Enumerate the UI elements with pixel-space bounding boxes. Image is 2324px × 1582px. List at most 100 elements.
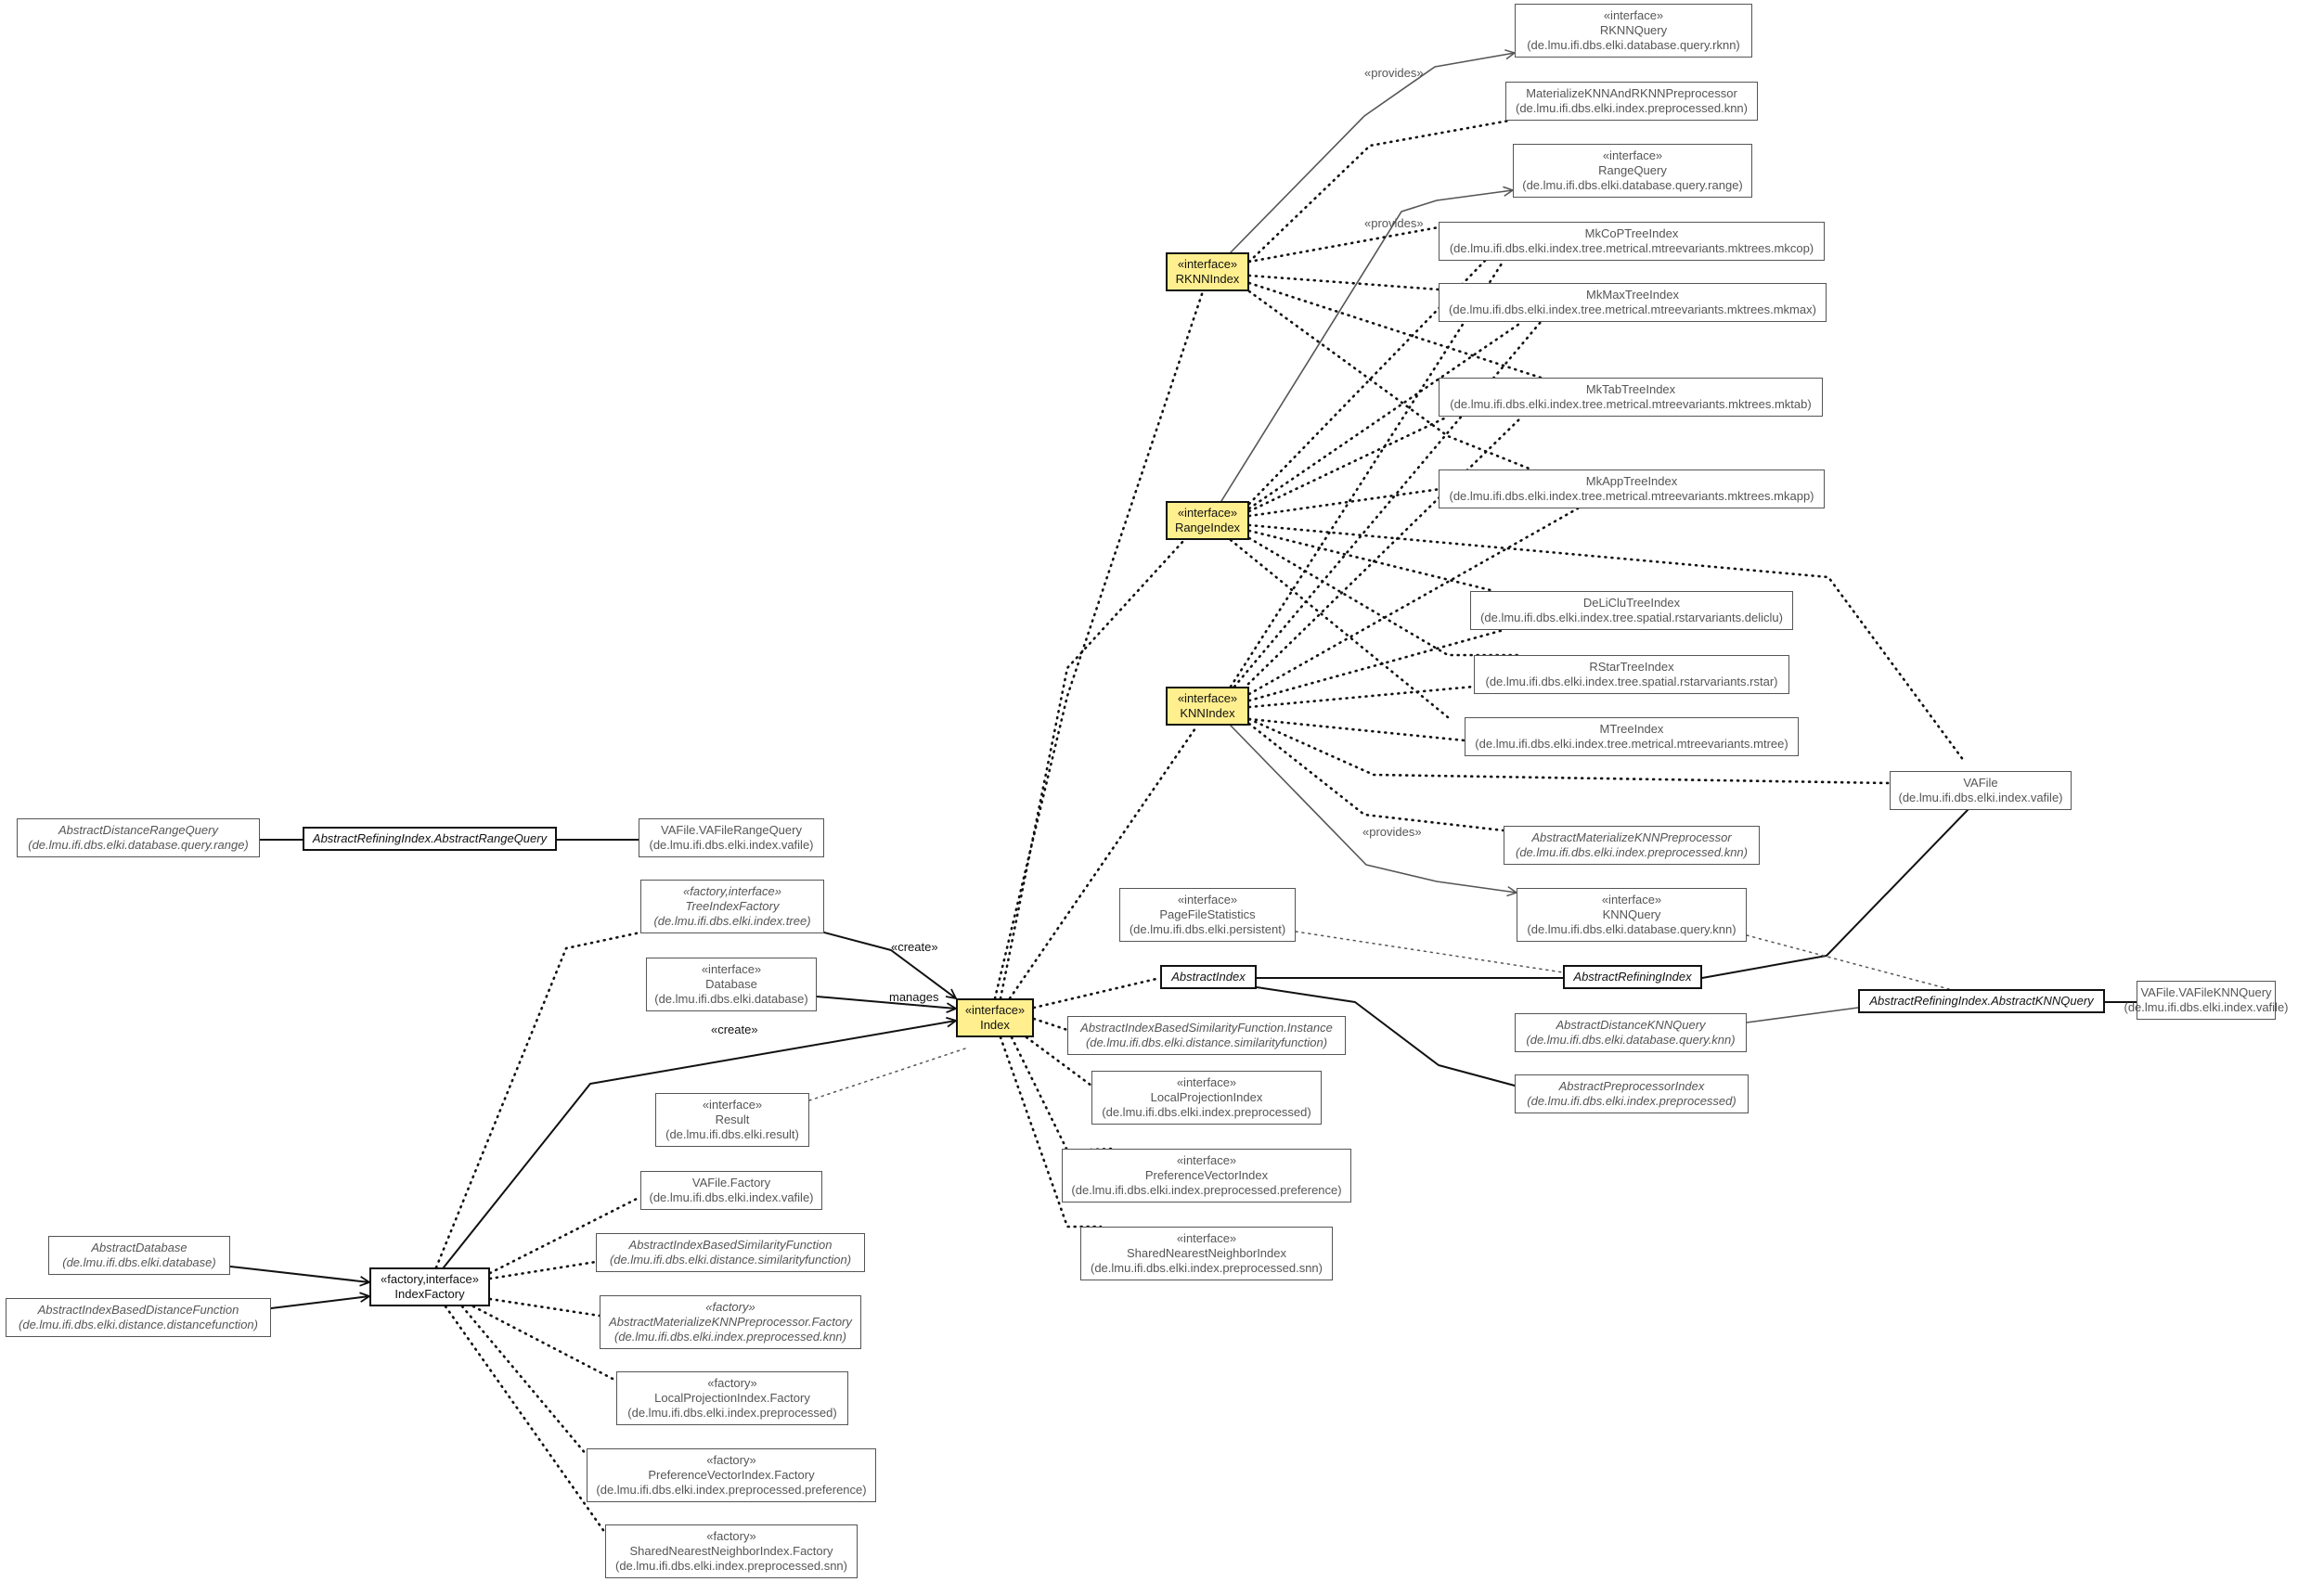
class-name-label: MkMaxTreeIndex — [1586, 288, 1679, 302]
class-node-abs-ibdf: AbstractIndexBasedDistanceFunction(de.lm… — [6, 1298, 271, 1337]
class-node-range-index: «interface»RangeIndex — [1166, 501, 1249, 540]
stereotype-label: «factory,interface» — [683, 884, 781, 898]
edge-range-to-mkapp — [1247, 487, 1442, 518]
class-name-label: AbstractPreprocessorIndex — [1558, 1079, 1705, 1093]
class-node-mk-max: MkMaxTreeIndex(de.lmu.ifi.dbs.elki.index… — [1439, 283, 1827, 322]
package-label: (de.lmu.ifi.dbs.elki.distance.distancefu… — [19, 1318, 258, 1331]
class-name-label: SharedNearestNeighborIndex — [1127, 1246, 1286, 1260]
stereotype-label: «interface» — [1602, 148, 1663, 162]
package-label: (de.lmu.ifi.dbs.elki.index.tree.metrical… — [1475, 737, 1788, 751]
class-name-label: AbstractIndexBasedSimilarityFunction — [628, 1238, 833, 1252]
class-node-range-query: «interface»RangeQuery(de.lmu.ifi.dbs.elk… — [1513, 144, 1752, 198]
class-name-label: VAFile.VAFileRangeQuery — [661, 823, 802, 837]
stereotype-label: «interface» — [702, 1098, 763, 1112]
package-label: (de.lmu.ifi.dbs.elki.database.query.knn) — [1527, 922, 1737, 936]
edge-treefactory-create-index — [823, 932, 956, 998]
edge-index-to-abstract-index — [1032, 976, 1162, 1010]
class-name-label: MaterializeKNNAndRKNNPreprocessor — [1526, 86, 1737, 100]
edge-provides-knn-query — [1230, 725, 1517, 893]
class-node-de-li-clu: DeLiCluTreeIndex(de.lmu.ifi.dbs.elki.ind… — [1470, 591, 1793, 630]
class-node-mk-co-p: MkCoPTreeIndex(de.lmu.ifi.dbs.elki.index… — [1439, 222, 1825, 261]
package-label: (de.lmu.ifi.dbs.elki.index.tree.metrical… — [1449, 302, 1816, 316]
class-node-abstract-refining-index: AbstractRefiningIndex — [1563, 965, 1702, 989]
package-label: (de.lmu.ifi.dbs.elki.database) — [654, 992, 808, 1006]
package-label: (de.lmu.ifi.dbs.elki.index.preprocessed.… — [1090, 1261, 1323, 1275]
edge-pagefilestats-to-refining — [1295, 931, 1564, 973]
stereotype-label: «factory» — [706, 1453, 756, 1467]
class-node-mat-rknn: MaterializeKNNAndRKNNPreprocessor(de.lmu… — [1505, 82, 1758, 121]
edge-rknn-to-mkcop — [1247, 225, 1440, 264]
stereotype-label: «interface» — [1177, 691, 1238, 705]
class-name-label: KNNIndex — [1180, 706, 1235, 720]
package-label: (de.lmu.ifi.dbs.elki.index.vafile) — [2124, 1000, 2289, 1014]
class-node-index: «interface»Index — [956, 998, 1034, 1037]
class-node-pref-vec-factory: «factory»PreferenceVectorIndex.Factory(d… — [587, 1448, 876, 1502]
edge-label-provides-range: «provides» — [1364, 216, 1424, 230]
class-node-pref-vec-index: «interface»PreferenceVectorIndex(de.lmu.… — [1062, 1149, 1351, 1203]
class-name-label: AbstractDatabase — [91, 1241, 187, 1254]
class-node-vafile-knnquery: VAFile.VAFileKNNQuery(de.lmu.ifi.dbs.elk… — [2124, 981, 2289, 1020]
edge-label-create-indexfactory: «create» — [711, 1023, 758, 1036]
class-name-label: Result — [715, 1113, 750, 1126]
package-label: (de.lmu.ifi.dbs.elki.index.vafile) — [1898, 791, 2063, 804]
class-name-label: PageFileStatistics — [1159, 907, 1256, 921]
class-node-abs-preproc-index: AbstractPreprocessorIndex(de.lmu.ifi.dbs… — [1515, 1074, 1749, 1113]
class-node-vafile: VAFile(de.lmu.ifi.dbs.elki.index.vafile) — [1890, 771, 2072, 810]
package-label: (de.lmu.ifi.dbs.elki.index.tree.spatial.… — [1480, 611, 1783, 624]
package-label: (de.lmu.ifi.dbs.elki.index.preprocessed.… — [1071, 1183, 1342, 1197]
edge-index-to-snn — [999, 1035, 1103, 1228]
edge-absibsf-to-indexfactory — [488, 1260, 598, 1280]
edge-absibdf-to-indexfactory — [270, 1296, 369, 1309]
edge-label-create-treeindexfactory: «create» — [891, 940, 938, 954]
class-node-abstract-index: AbstractIndex — [1160, 965, 1257, 989]
package-label: (de.lmu.ifi.dbs.elki.index.preprocessed) — [1102, 1105, 1311, 1119]
stereotype-label: «interface» — [964, 1003, 1026, 1017]
edge-knn-to-rstar — [1247, 685, 1476, 709]
package-label: (de.lmu.ifi.dbs.elki.index.tree.metrical… — [1449, 241, 1814, 255]
edge-localprojfactory-to-indexfactory — [471, 1305, 618, 1383]
class-node-abs-dist-knnquery: AbstractDistanceKNNQuery(de.lmu.ifi.dbs.… — [1515, 1013, 1747, 1052]
edge-knn-to-mkapp — [1247, 507, 1580, 696]
class-name-label: AbstractIndexBasedDistanceFunction — [37, 1303, 239, 1317]
package-label: (de.lmu.ifi.dbs.elki.database) — [62, 1255, 216, 1269]
stereotype-label: «interface» — [1176, 1153, 1237, 1167]
class-name-label: PreferenceVectorIndex — [1144, 1168, 1269, 1182]
package-label: (de.lmu.ifi.dbs.elki.database.query.rknn… — [1527, 38, 1740, 52]
class-name-label: AbstractMaterializeKNNPreprocessor — [1531, 830, 1732, 844]
class-name-label: RangeQuery — [1598, 163, 1667, 177]
edge-database-manages-index — [816, 996, 956, 1009]
edge-absmatknnfactory-to-indexfactory — [488, 1297, 601, 1318]
class-name-label: MkCoPTreeIndex — [1584, 226, 1679, 240]
package-label: (de.lmu.ifi.dbs.elki.index.preprocessed.… — [613, 1330, 846, 1344]
class-name-label: SharedNearestNeighborIndex.Factory — [629, 1544, 833, 1558]
class-node-vafile-range-query: VAFile.VAFileRangeQuery(de.lmu.ifi.dbs.e… — [639, 818, 824, 857]
edge-label-provides-rknn: «provides» — [1364, 66, 1424, 80]
package-label: (de.lmu.ifi.dbs.elki.index.preprocessed) — [1527, 1094, 1737, 1108]
class-node-vafile-factory: VAFile.Factory(de.lmu.ifi.dbs.elki.index… — [640, 1171, 822, 1210]
class-node-mtree: MTreeIndex(de.lmu.ifi.dbs.elki.index.tre… — [1465, 717, 1799, 756]
package-label: (de.lmu.ifi.dbs.elki.distance.similarity… — [609, 1253, 852, 1267]
package-label: (de.lmu.ifi.dbs.elki.database.query.knn) — [1526, 1033, 1736, 1047]
edge-absdatabase-to-indexfactory — [229, 1266, 369, 1282]
class-node-knnquery: «interface»KNNQuery(de.lmu.ifi.dbs.elki.… — [1517, 888, 1747, 942]
class-name-label: MTreeIndex — [1599, 722, 1664, 736]
class-node-abs-mat-knn: AbstractMaterializeKNNPreprocessor(de.lm… — [1504, 826, 1760, 865]
class-node-mk-app: MkAppTreeIndex(de.lmu.ifi.dbs.elki.index… — [1439, 469, 1825, 508]
class-name-label: Index — [980, 1018, 1010, 1032]
class-name-label: DeLiCluTreeIndex — [1582, 596, 1681, 610]
package-label: (de.lmu.ifi.dbs.elki.index.preprocessed.… — [1515, 101, 1748, 115]
class-name-label: AbstractRefiningIndex — [1573, 970, 1692, 984]
edge-vafilefactory-to-indexfactory — [488, 1195, 642, 1275]
edge-result-to-index — [808, 1048, 966, 1101]
class-name-label: RangeIndex — [1174, 521, 1241, 534]
edge-range-to-mktab — [1247, 415, 1450, 513]
class-name-label: VAFile.Factory — [691, 1176, 771, 1190]
edge-treefactory-to-indexfactory — [434, 931, 642, 1269]
stereotype-label: «factory» — [705, 1300, 755, 1314]
class-name-label: MkAppTreeIndex — [1585, 474, 1678, 488]
class-node-rknnindex: «interface»RKNNIndex — [1166, 252, 1249, 291]
edge-snnfactory-to-indexfactory — [444, 1305, 607, 1535]
class-node-abs-ibsfinstance: AbstractIndexBasedSimilarityFunction.Ins… — [1067, 1016, 1346, 1055]
class-name-label: VAFile — [1963, 776, 1998, 790]
